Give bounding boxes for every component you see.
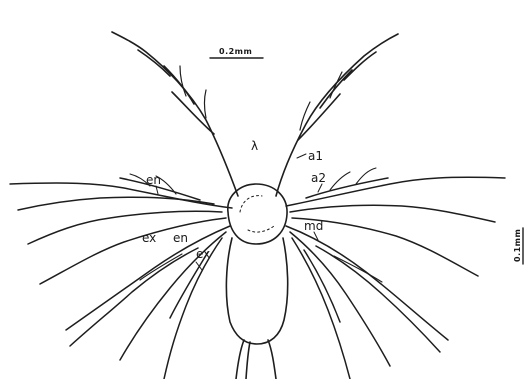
ex-lower-label: ex: [196, 247, 210, 261]
furca-right: [268, 340, 276, 379]
scale-bar-top: 0.2mm: [210, 47, 263, 58]
a2-label: a2: [311, 171, 326, 185]
ex-left-label: ex: [142, 231, 156, 245]
scale-bar-top-label: 0.2mm: [219, 47, 252, 56]
leader-a2: [318, 184, 322, 192]
furca-left: [236, 340, 244, 379]
antenna-a1-left: [112, 32, 238, 196]
body-inner-dots: [240, 196, 274, 232]
a1-label: a1: [308, 149, 323, 163]
scale-bar-side: 0.1mm: [513, 228, 523, 264]
trunk: [226, 238, 287, 344]
en-upper-label: en: [146, 173, 161, 187]
body-outline: [226, 184, 287, 379]
leader-a1: [297, 154, 306, 158]
md-label: md: [304, 219, 323, 233]
en-lower-label: en: [173, 231, 188, 245]
furca-left-inner: [246, 342, 250, 379]
eye-label: λ: [251, 139, 258, 153]
mandible-right: [286, 226, 448, 379]
antenna-a1-right: [276, 34, 398, 196]
scale-bar-side-label: 0.1mm: [513, 229, 522, 262]
